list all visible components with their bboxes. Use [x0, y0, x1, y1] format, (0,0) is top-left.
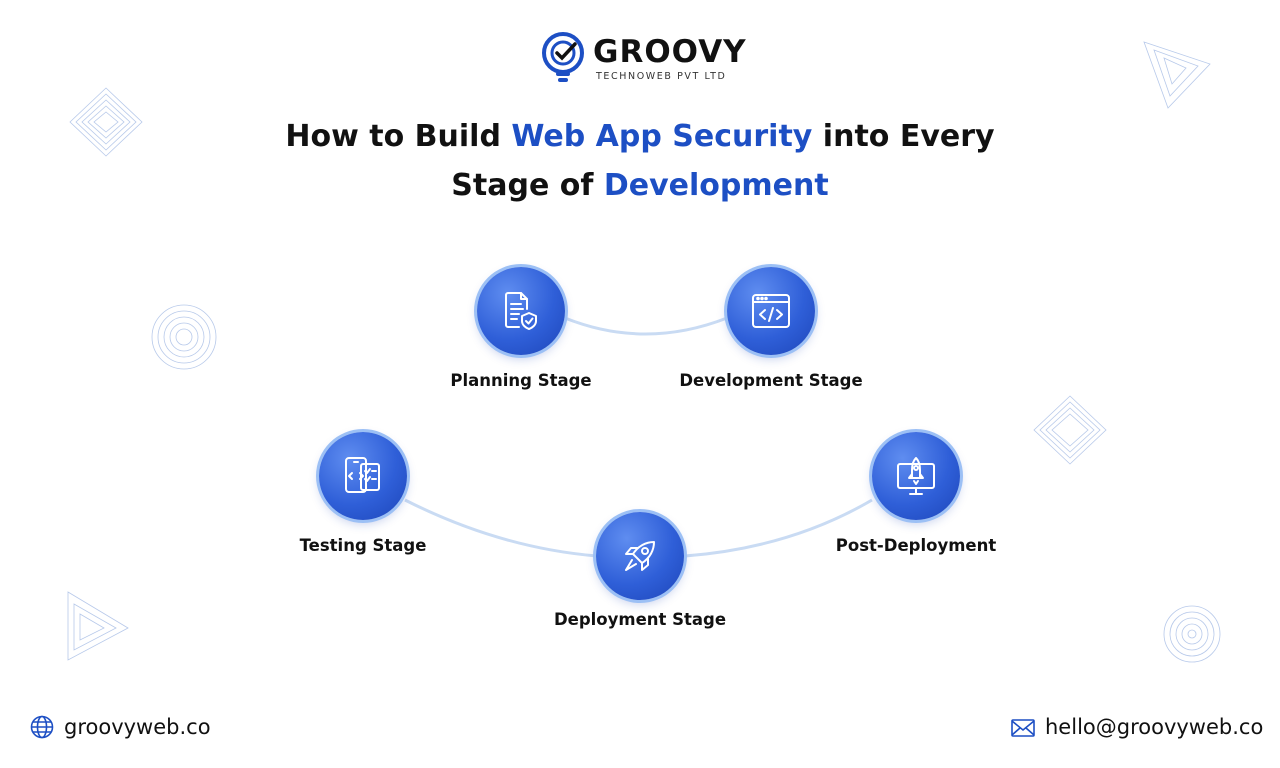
globe-icon	[30, 715, 54, 739]
decorative-diamond-right	[1033, 395, 1107, 465]
stage-label-development: Development Stage	[679, 371, 863, 390]
phone-checklist-icon	[345, 457, 380, 493]
brand-tagline: TECHNOWEB PVT LTD	[596, 71, 727, 82]
envelope-icon	[1011, 719, 1035, 737]
decorative-diamond-left	[69, 87, 143, 157]
brand-logo: GROOVY TECHNOWEB PVT LTD	[541, 32, 746, 88]
footer-website[interactable]: groovyweb.co	[30, 713, 270, 743]
stage-label-testing: Testing Stage	[299, 536, 427, 555]
rocket-icon	[625, 541, 655, 571]
title-part-1: How to Build	[285, 119, 512, 154]
stage-node-testing	[319, 432, 407, 520]
decorative-circle-right	[1163, 605, 1221, 663]
title-part-3: Stage of	[451, 168, 604, 203]
footer-email[interactable]: hello@groovyweb.co	[1011, 713, 1264, 743]
page-title: How to Build Web App Security into Every…	[0, 112, 1280, 210]
title-part-2: into Every	[812, 119, 995, 154]
stage-node-deployment	[596, 512, 684, 600]
monitor-rocket-icon	[897, 457, 935, 495]
website-link[interactable]: groovyweb.co	[64, 715, 211, 739]
connector-testing-deployment	[404, 498, 598, 558]
email-link[interactable]: hello@groovyweb.co	[1045, 715, 1264, 739]
stage-label-planning: Planning Stage	[450, 371, 592, 390]
brand-name: GROOVY	[593, 34, 747, 70]
decorative-circle-left	[151, 304, 217, 370]
document-shield-icon	[505, 292, 537, 330]
title-highlight-2: Development	[603, 168, 829, 203]
stage-node-planning	[477, 267, 565, 355]
title-highlight-1: Web App Security	[511, 119, 813, 154]
stage-node-development	[727, 267, 815, 355]
decorative-triangle-right	[1143, 41, 1211, 109]
connector-planning-development	[564, 316, 728, 336]
stage-node-post-deployment	[872, 432, 960, 520]
decorative-triangle-left	[67, 591, 129, 661]
stage-label-deployment: Deployment Stage	[553, 610, 727, 629]
stage-label-post-deployment: Post-Deployment	[835, 536, 997, 555]
lightbulb-check-icon	[542, 32, 584, 82]
code-window-icon	[752, 294, 790, 328]
connector-deployment-post	[684, 498, 873, 558]
